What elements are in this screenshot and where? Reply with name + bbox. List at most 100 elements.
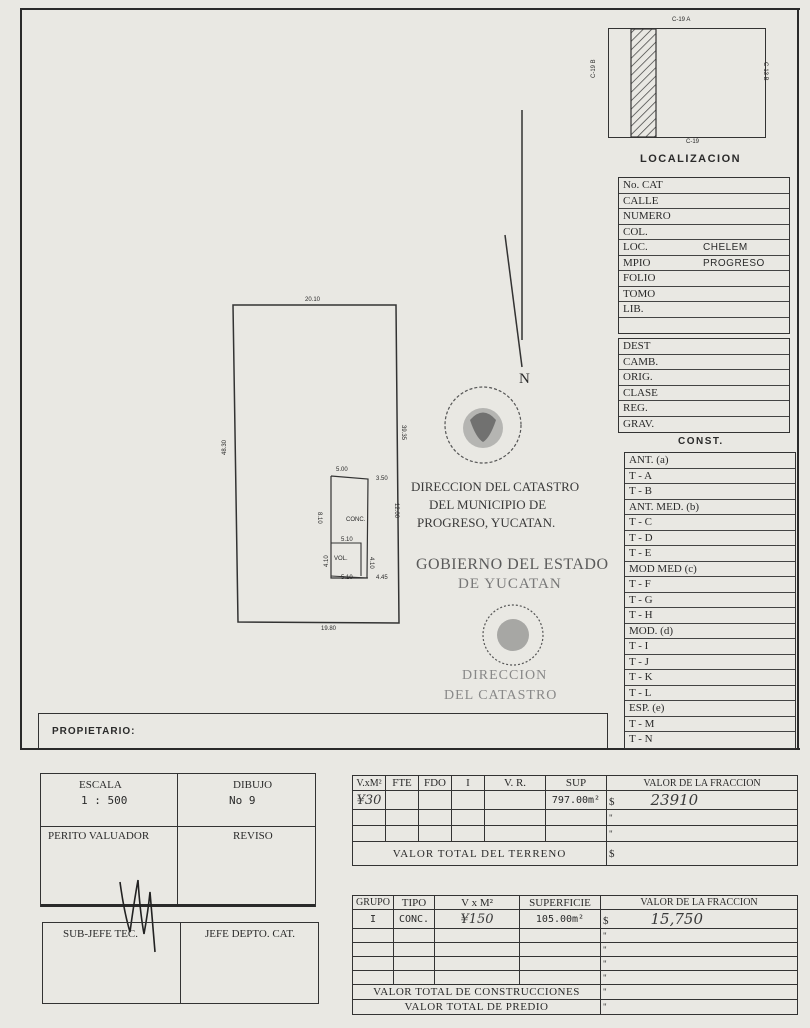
jefe-label: JEFE DEPTO. CAT.	[205, 928, 296, 940]
currency-sign: $	[606, 841, 798, 866]
const-row: MOD. (d)	[625, 624, 795, 639]
frame-bottom-line	[20, 748, 800, 750]
escala-label: ESCALA	[79, 779, 122, 791]
col-header: VALOR DE LA FRACCION	[606, 775, 798, 791]
dim-inner-top: 5.00	[336, 467, 348, 473]
const-row: ESP. (e)	[625, 701, 795, 717]
col-header: VALOR DE LA FRACCION	[600, 895, 798, 910]
dim-bottom-left: 5.10	[341, 575, 353, 581]
ditto-mark: "	[600, 999, 798, 1015]
catastro-stamp: DIRECCION DEL CATASTRO DEL MUNICIPIO DE …	[411, 478, 579, 532]
row-orig: ORIG.	[619, 370, 789, 386]
currency-sign: $	[603, 915, 609, 927]
owner-box	[38, 713, 608, 748]
ditto-mark: "	[600, 942, 798, 957]
gov-stamp-line-2: DE YUCATAN	[458, 576, 562, 592]
col-header: V. R.	[484, 775, 546, 791]
form-frame	[20, 8, 800, 750]
stamp-line-3: PROGRESO, YUCATAN.	[417, 515, 556, 530]
col-header: SUPERFICIE	[519, 895, 601, 910]
stamp-line-2: DEL MUNICIPIO DE	[429, 497, 547, 512]
ditto-mark: "	[600, 984, 798, 1000]
const-row: T - K	[625, 670, 795, 686]
const-title: CONST.	[678, 436, 724, 447]
build-tipo-value: CONC.	[393, 909, 435, 929]
north-label: N	[519, 371, 530, 387]
land-fraction-value: 23910	[650, 791, 699, 809]
col-header: TIPO	[393, 895, 435, 910]
property-total-label: VALOR TOTAL DE PREDIO	[352, 999, 601, 1015]
dim-inner-mid: 5.10	[341, 537, 353, 543]
col-header: V x M²	[434, 895, 520, 910]
stamp-line-1: DIRECCION DEL CATASTRO	[411, 479, 580, 494]
lot-plan	[232, 304, 400, 624]
dim-small-right: 4.10	[368, 557, 374, 569]
const-row: T - M	[625, 717, 795, 732]
ditto-mark: "	[600, 928, 798, 943]
dim-small-left: 4.10	[324, 555, 330, 567]
owner-label: PROPIETARIO:	[52, 726, 136, 737]
row-reg: REG.	[619, 401, 789, 417]
col-header: FTE	[385, 775, 419, 791]
const-row: T - D	[625, 531, 795, 546]
dim-inner-right: 12.00	[393, 503, 399, 519]
location-map	[608, 28, 766, 138]
const-row: T - F	[625, 577, 795, 593]
const-row: T - G	[625, 593, 795, 608]
build-vxm-value: ¥150	[434, 909, 520, 929]
location-title: LOCALIZACION	[640, 153, 742, 165]
land-total-label: VALOR TOTAL DEL TERRENO	[352, 841, 607, 866]
land-value-table: V.xM² FTE FDO I V. R. SUP VALOR DE LA FR…	[352, 775, 798, 866]
building-label: CONC.	[346, 517, 366, 523]
ditto-mark: "	[600, 956, 798, 971]
col-header: GRUPO	[352, 895, 394, 910]
construction-value-table: GRUPO TIPO V x M² SUPERFICIE VALOR DE LA…	[352, 895, 798, 1015]
currency-sign: $	[609, 796, 615, 808]
subjefe-label: SUB-JEFE TEC.	[63, 928, 138, 940]
const-row: ANT. (a)	[625, 453, 795, 469]
dim-right: 39.35	[400, 425, 406, 441]
build-fraction-value: 15,750	[650, 910, 704, 928]
dibujo-label: DIBUJO	[233, 779, 273, 791]
const-row: T - N	[629, 733, 653, 745]
col-header: SUP	[545, 775, 607, 791]
volume-label: VOL.	[334, 556, 348, 562]
row-loc: LOC.CHELEM	[619, 240, 789, 256]
row-dest: DEST	[619, 339, 789, 355]
lot-location-marker	[630, 29, 657, 137]
row-blank	[619, 318, 789, 334]
street-top-label: C-19 A	[672, 17, 691, 23]
row-col: COL.	[619, 225, 789, 240]
row-tomo: TOMO	[619, 287, 789, 302]
land-vxm-value: ¥30	[352, 790, 386, 810]
ditto-mark: "	[606, 809, 798, 826]
const-row: T - A	[625, 469, 795, 484]
const-row: T - E	[625, 546, 795, 562]
dibujo-value: No 9	[229, 794, 256, 807]
building-outline	[330, 475, 369, 579]
col-header: V.xM²	[352, 775, 386, 791]
const-row: T - J	[625, 655, 795, 670]
const-row: T - L	[625, 686, 795, 701]
row-lib: LIB.	[619, 302, 789, 318]
row-numero: NUMERO	[619, 209, 789, 225]
dim-inner-top-right: 3.50	[376, 476, 388, 482]
dim-top: 20.10	[305, 297, 321, 303]
const-row: ANT. MED. (b)	[625, 500, 795, 515]
ditto-mark: "	[606, 825, 798, 842]
gov-stamp-line-1: GOBIERNO DEL ESTADO	[416, 556, 609, 573]
constructions-total-label: VALOR TOTAL DE CONSTRUCCIONES	[352, 984, 601, 1000]
col-header: I	[451, 775, 485, 791]
dim-left: 48.30	[222, 439, 228, 455]
dir-stamp-line-2: DEL CATASTRO	[444, 688, 558, 703]
const-row: MOD MED (c)	[625, 562, 795, 577]
approval-box: SUB-JEFE TEC. JEFE DEPTO. CAT.	[42, 922, 319, 1004]
volume-outline	[331, 542, 362, 576]
dir-stamp-line-1: DIRECCION	[462, 668, 548, 683]
row-no-cat: No. CAT	[619, 178, 789, 194]
perito-label: PERITO VALUADOR	[48, 830, 150, 842]
state-seal-icon	[482, 604, 544, 666]
const-row: T - H	[625, 608, 795, 624]
build-sup-value: 105.00m²	[519, 909, 601, 929]
